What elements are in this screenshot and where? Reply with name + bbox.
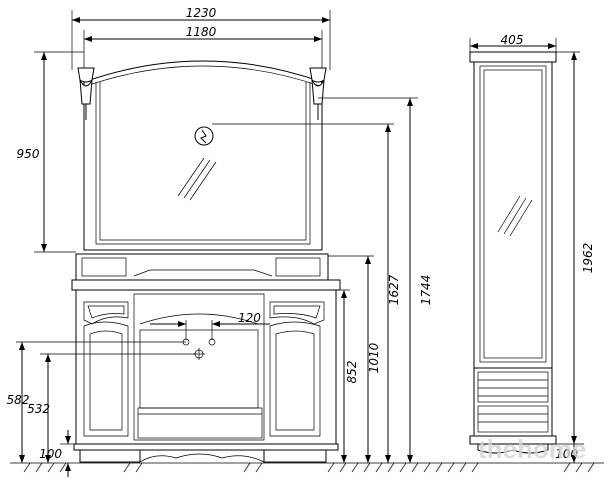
dim-1230: 1230 xyxy=(71,6,331,70)
tall-column xyxy=(469,51,557,454)
socket-symbol xyxy=(194,126,214,146)
floor-hatch xyxy=(10,462,604,473)
dim-label-drain-height: 532 xyxy=(27,402,50,416)
dim-1962: 1962 xyxy=(556,51,595,463)
dim-label-lamp-height: 1744 xyxy=(419,275,433,306)
dim-label-leg-vanity: 100 xyxy=(39,447,62,461)
dim-label-overall-width: 1230 xyxy=(186,6,217,20)
watermark: thehome xyxy=(478,434,586,464)
dim-1627: 1627 xyxy=(212,123,401,463)
dim-1744: 1744 xyxy=(318,97,433,463)
dim-1180: 1180 xyxy=(83,25,323,68)
dim-120: 120 xyxy=(150,311,270,340)
dim-label-column-height: 1962 xyxy=(581,243,595,274)
column-mirror-hatch xyxy=(497,195,533,237)
dim-label-mirror-width: 1180 xyxy=(186,25,217,39)
dim-950: 950 xyxy=(17,51,84,253)
dim-label-countertop-height: 1010 xyxy=(367,342,381,373)
dim-label-leg-cabinet: 100 xyxy=(555,447,578,461)
lamp-left xyxy=(77,67,95,120)
dim-label-cabinet-height: 852 xyxy=(345,361,359,384)
dim-100-cabinet: 100 xyxy=(552,430,584,461)
vanity xyxy=(71,253,341,463)
mirror xyxy=(77,60,327,251)
dim-1010: 1010 xyxy=(328,255,381,463)
dim-100-vanity: 100 xyxy=(39,430,76,477)
dim-582: 582 xyxy=(7,341,186,463)
mirror-glass-hatch xyxy=(177,157,217,201)
dim-label-inlet-height: 582 xyxy=(7,393,30,407)
dim-852: 852 xyxy=(336,289,359,463)
dim-label-depth: 405 xyxy=(501,33,524,47)
dim-label-inlet-spacing: 120 xyxy=(238,311,261,325)
dim-label-socket-height: 1627 xyxy=(387,274,401,305)
dim-405: 405 xyxy=(469,33,557,52)
dim-532: 532 xyxy=(27,353,196,463)
dim-label-mirror-height: 950 xyxy=(17,147,40,161)
